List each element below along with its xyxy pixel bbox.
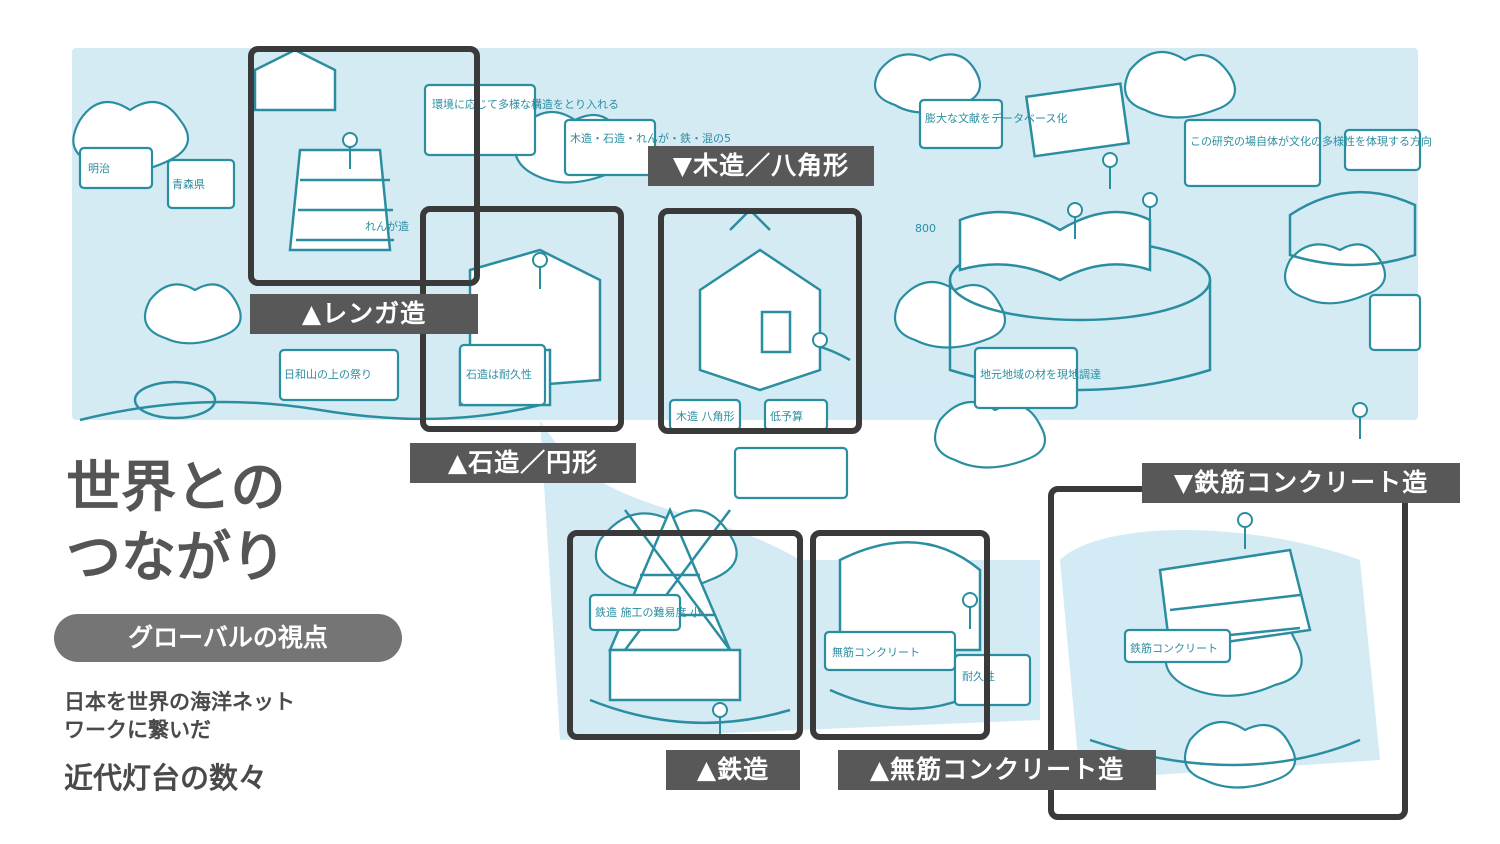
note-wood-cost: 低予算 bbox=[770, 409, 803, 423]
sketch-people bbox=[342, 132, 1368, 739]
note-meiji: 明治 bbox=[88, 161, 110, 175]
note-green: 青森県 bbox=[172, 177, 205, 191]
frame-iron bbox=[567, 530, 803, 740]
label-stone: ▲石造／円形 bbox=[410, 443, 636, 483]
sketch-bubbles bbox=[78, 83, 1422, 707]
note-harbor: 日和山の上の祭り bbox=[284, 368, 372, 381]
description-emphasis: 近代灯台の数々 bbox=[64, 761, 268, 795]
frame-brick bbox=[248, 46, 480, 286]
frame-unreinforced bbox=[810, 530, 990, 740]
note-wood: 木造 八角形 bbox=[676, 409, 735, 423]
note-reinforced: 鉄筋コンクリート bbox=[1130, 641, 1218, 655]
label-iron: ▲鉄造 bbox=[666, 750, 800, 790]
label-wood: ▼木造／八角形 bbox=[648, 146, 874, 186]
note-research: この研究の場自体が文化の多様性を体現する方向 bbox=[1190, 134, 1432, 148]
note-unreinforced: 無筋コンクリート bbox=[832, 645, 920, 659]
label-brick: ▲レンガ造 bbox=[250, 294, 478, 334]
note-materials: 木造・石造・れんが・鉄・混の5 bbox=[570, 131, 731, 145]
note-count: 800 bbox=[915, 222, 936, 235]
subtitle-pill: グローバルの視点 bbox=[54, 614, 402, 662]
title-line-2: つながり bbox=[66, 525, 287, 589]
description: 日本を世界の海洋ネット ワークに繋いだ bbox=[64, 688, 295, 744]
frame-wood bbox=[658, 208, 862, 434]
note-brick: れんが造 bbox=[365, 219, 409, 233]
label-reinforced: ▼鉄筋コンクリート造 bbox=[1142, 463, 1460, 503]
sketch-lighthouses bbox=[253, 48, 1312, 702]
label-unreinforced: ▲無筋コンクリート造 bbox=[838, 750, 1156, 790]
note-iron: 鉄造 施工の難易度 小 bbox=[595, 605, 701, 619]
note-local: 地元地域の材を現地調達 bbox=[980, 367, 1101, 381]
description-line-2: ワークに繋いだ bbox=[64, 718, 211, 742]
sketch-texts: 環境に応じて多様な構造をとり入れる 木造・石造・れんが・鉄・混の5 膨大な文献を… bbox=[88, 97, 1432, 683]
note-database: 膨大な文献をデータベース化 bbox=[925, 111, 1067, 125]
sketch-islands bbox=[79, 190, 1417, 767]
description-line-1: 日本を世界の海洋ネット bbox=[64, 690, 295, 714]
title-line-1: 世界との bbox=[66, 455, 286, 519]
page-title: 世界との つながり bbox=[66, 452, 286, 592]
note-stone: 石造は耐久性 bbox=[466, 367, 532, 381]
